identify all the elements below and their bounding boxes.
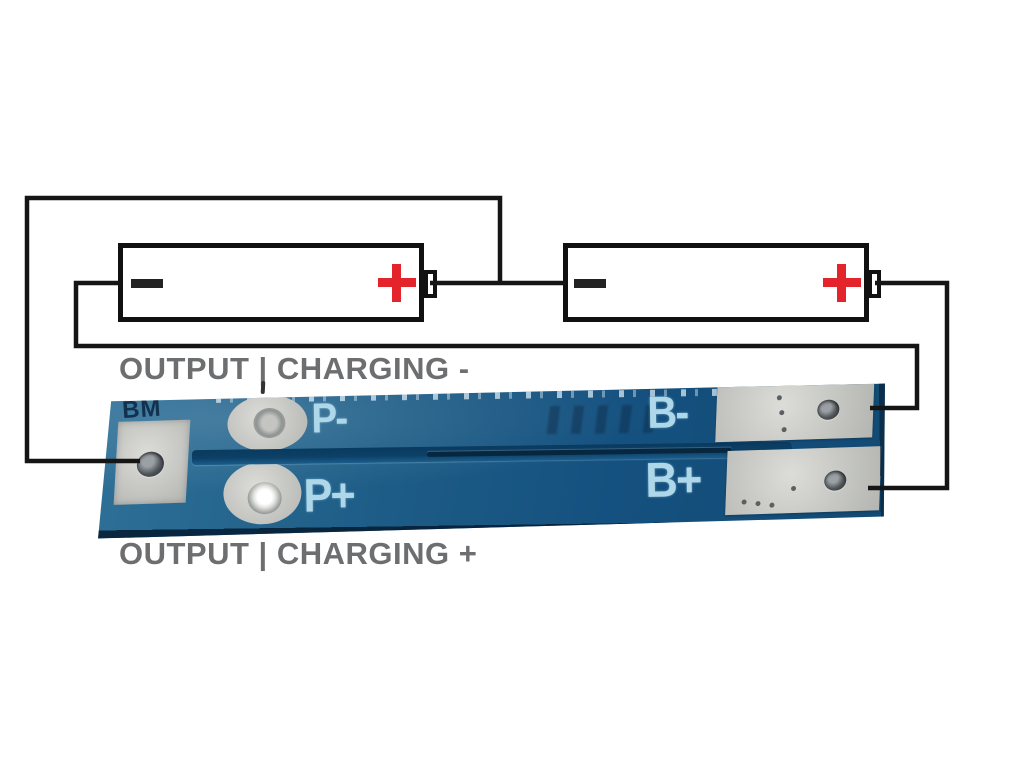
minus-terminal-icon — [131, 279, 163, 288]
board-middle-slot — [427, 448, 732, 457]
caption-output-charging-negative: OUTPUT | CHARGING - — [119, 351, 470, 386]
component-shadow-marks — [547, 405, 669, 435]
minus-terminal-icon — [574, 279, 606, 288]
silkscreen-top-marks — [216, 387, 861, 403]
bm-solder-pad — [114, 420, 191, 505]
label-p-plus: P+ — [303, 467, 355, 522]
p-minus-pad-hole — [252, 407, 286, 439]
battery-cell-2-positive-terminal — [868, 270, 881, 298]
p-plus-solder-pad — [222, 460, 303, 526]
board-middle-groove — [192, 442, 792, 465]
pad-dot — [755, 501, 760, 506]
bm-pad-hole — [136, 451, 164, 477]
label-b-plus: B+ — [644, 453, 701, 508]
p-plus-pad-hole — [247, 481, 283, 515]
b-plus-pad-hole — [824, 470, 847, 491]
battery-cell-1-positive-terminal — [424, 270, 437, 298]
board-edge-tick — [260, 380, 266, 395]
p-minus-solder-pad — [226, 393, 310, 454]
b-plus-solder-pad — [725, 446, 881, 515]
plus-terminal-icon — [823, 264, 861, 302]
bms-protection-board: BM P- P+ B- B+ — [96, 383, 888, 538]
caption-output-charging-positive: OUTPUT | CHARGING + — [119, 536, 478, 571]
plus-terminal-icon — [378, 264, 416, 302]
pad-dot — [791, 486, 796, 491]
b-minus-pad-hole — [817, 399, 840, 420]
pad-dot — [782, 427, 787, 432]
pad-dot — [777, 395, 782, 400]
pad-dot — [779, 410, 784, 415]
pad-dot — [741, 499, 746, 504]
b-minus-solder-pad — [715, 379, 874, 442]
label-b-minus: B- — [646, 386, 688, 438]
label-p-minus: P- — [311, 394, 347, 442]
pad-dot — [769, 503, 774, 508]
board-marking-bm: BM — [121, 394, 163, 425]
